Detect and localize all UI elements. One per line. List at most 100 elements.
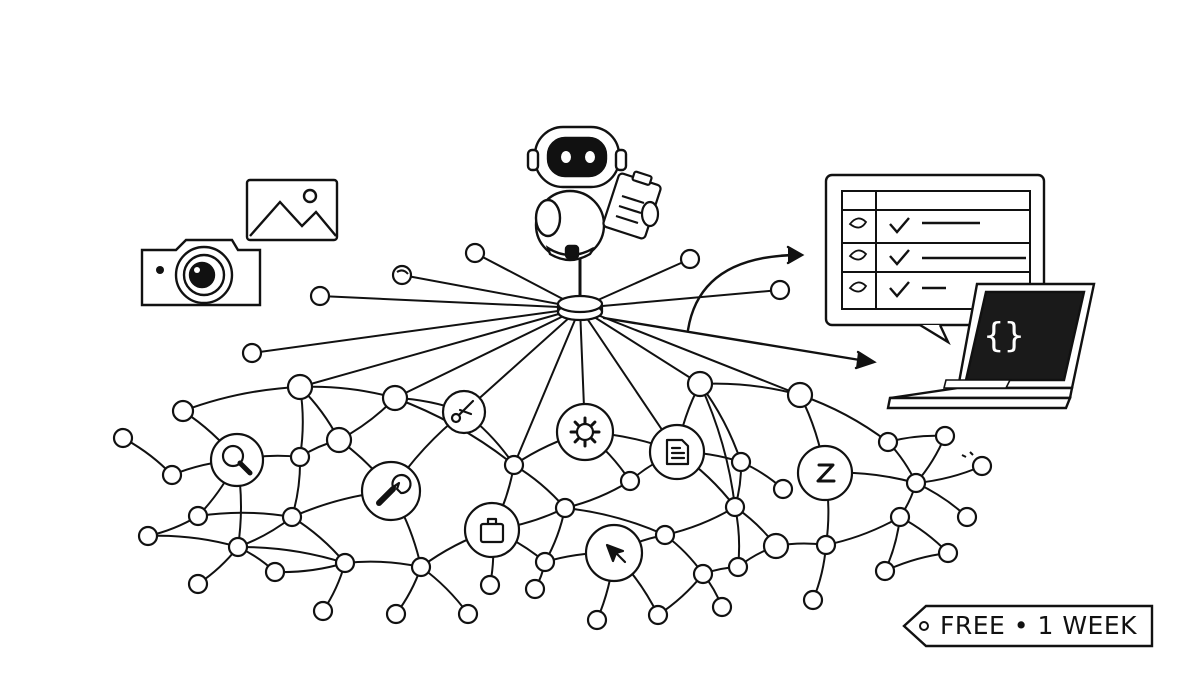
network-node xyxy=(786,381,814,409)
code-braces-icon: {} xyxy=(984,316,1025,356)
network-edge xyxy=(799,394,889,443)
network-node xyxy=(905,472,927,494)
network-node xyxy=(647,604,669,626)
network-node xyxy=(724,496,746,518)
lightning-icon xyxy=(796,444,854,502)
price-tag-label: FREE • 1 WEEK xyxy=(940,611,1138,640)
gear-icon xyxy=(555,402,615,462)
output-arrows xyxy=(602,245,877,370)
image-icon xyxy=(245,178,339,242)
network-node xyxy=(187,505,209,527)
network-node xyxy=(381,384,409,412)
tool-icon-nodes xyxy=(209,389,854,583)
hub-node xyxy=(556,258,604,322)
network-node xyxy=(554,497,576,519)
network-node xyxy=(264,561,286,583)
network-edge xyxy=(237,545,346,564)
hub-spoke xyxy=(579,307,801,396)
network-node xyxy=(479,574,501,596)
network-node xyxy=(281,506,303,528)
network-node xyxy=(772,478,794,500)
network-node xyxy=(815,534,837,556)
network-node xyxy=(889,506,911,528)
network-node xyxy=(692,563,714,585)
network-node xyxy=(334,552,356,574)
network-edge xyxy=(699,383,736,508)
network-node xyxy=(312,600,334,622)
hub-spoke xyxy=(251,307,581,354)
network-node xyxy=(503,454,525,476)
briefcase-icon xyxy=(463,501,521,559)
network-edge xyxy=(825,516,901,546)
document-icon xyxy=(648,423,706,481)
cursor-icon xyxy=(584,523,644,583)
network-node xyxy=(524,578,546,600)
network-node xyxy=(802,589,824,611)
hub-spoke xyxy=(299,307,581,388)
network-edge xyxy=(915,465,983,484)
network-node xyxy=(679,248,701,270)
network-node xyxy=(769,279,791,301)
network-edge xyxy=(182,386,301,412)
hub-spoke xyxy=(579,289,781,309)
network-node xyxy=(956,506,978,528)
network-node xyxy=(410,556,432,578)
network-node xyxy=(161,464,183,486)
camera-icon xyxy=(140,238,262,307)
network-node xyxy=(385,603,407,625)
hub-spoke xyxy=(513,307,581,466)
network-node xyxy=(391,264,413,286)
hub-spoke xyxy=(463,307,581,413)
network-node xyxy=(112,427,134,449)
network-node xyxy=(711,596,733,618)
network-node xyxy=(289,446,311,468)
hub-spoke xyxy=(319,295,581,309)
network-node xyxy=(137,525,159,547)
network-edge xyxy=(564,507,666,536)
network-node xyxy=(874,560,896,582)
network-node xyxy=(241,342,263,364)
hub-spoke xyxy=(401,274,581,309)
network-node xyxy=(464,242,486,264)
branch-icon xyxy=(441,389,487,435)
network-edge xyxy=(344,560,422,568)
laptop-icon xyxy=(886,282,1096,410)
network-node xyxy=(934,425,956,447)
network-node xyxy=(325,426,353,454)
network-edge xyxy=(274,562,346,574)
network-edge xyxy=(147,534,239,548)
network-node xyxy=(877,431,899,453)
hub-spokes xyxy=(251,252,801,466)
network-nodes xyxy=(112,242,993,631)
network-node xyxy=(619,470,641,492)
network-node xyxy=(534,551,556,573)
network-node xyxy=(730,451,752,473)
network-node xyxy=(654,524,676,546)
network-node xyxy=(727,556,749,578)
clipboard-icon xyxy=(602,170,662,240)
network-edge xyxy=(564,480,631,509)
network-node xyxy=(971,455,993,477)
network-node xyxy=(171,399,195,423)
network-node xyxy=(686,370,714,398)
network-node xyxy=(309,285,331,307)
wrench-icon xyxy=(360,460,422,522)
hub-spoke xyxy=(394,307,581,399)
network-node xyxy=(762,532,790,560)
network-edges xyxy=(122,382,983,621)
search-icon xyxy=(209,432,265,488)
hub-spoke xyxy=(579,307,678,453)
network-node xyxy=(286,373,314,401)
network-edge xyxy=(197,511,293,518)
network-node xyxy=(227,536,249,558)
robot-icon xyxy=(526,125,628,262)
network-node xyxy=(187,573,209,595)
network-node xyxy=(457,603,479,625)
network-node xyxy=(937,542,959,564)
sparkle-decoration xyxy=(396,269,974,458)
network-node xyxy=(586,609,608,631)
network-edge xyxy=(664,506,736,536)
network-edge xyxy=(299,385,396,399)
price-tag: FREE • 1 WEEK xyxy=(902,604,1154,648)
